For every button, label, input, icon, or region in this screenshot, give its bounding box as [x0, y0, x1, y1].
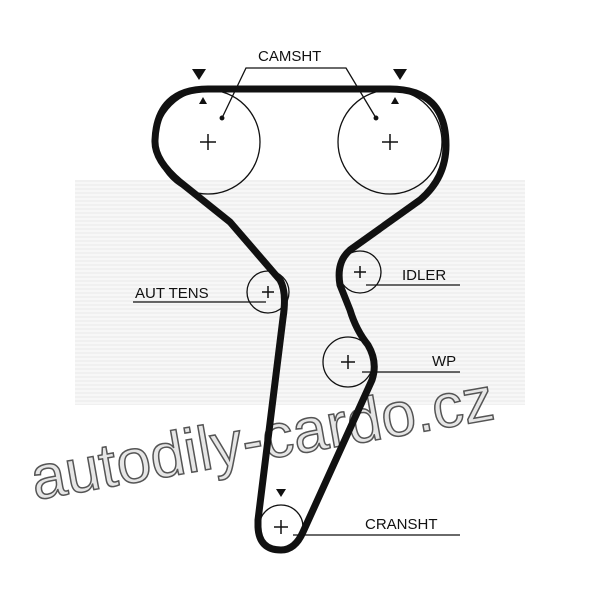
water-pump-label: WP — [432, 353, 456, 370]
left-cam-mark-icon — [199, 97, 207, 104]
leader-lines — [133, 67, 460, 536]
right-cam-mark-icon — [391, 97, 399, 104]
camshaft-label: CAMSHT — [258, 48, 321, 65]
left-cam-timing-arrow-icon — [192, 69, 206, 80]
crankshaft-label: CRANSHT — [365, 516, 438, 533]
watermark-background — [75, 180, 525, 405]
idler-label: IDLER — [402, 267, 446, 284]
timing-marks — [192, 69, 407, 497]
right-cam-timing-arrow-icon — [393, 69, 407, 80]
tensioner-label: AUT TENS — [135, 285, 209, 302]
crank-timing-arrow-icon — [276, 489, 286, 497]
timing-belt — [151, 85, 450, 554]
center-marks — [200, 134, 398, 534]
